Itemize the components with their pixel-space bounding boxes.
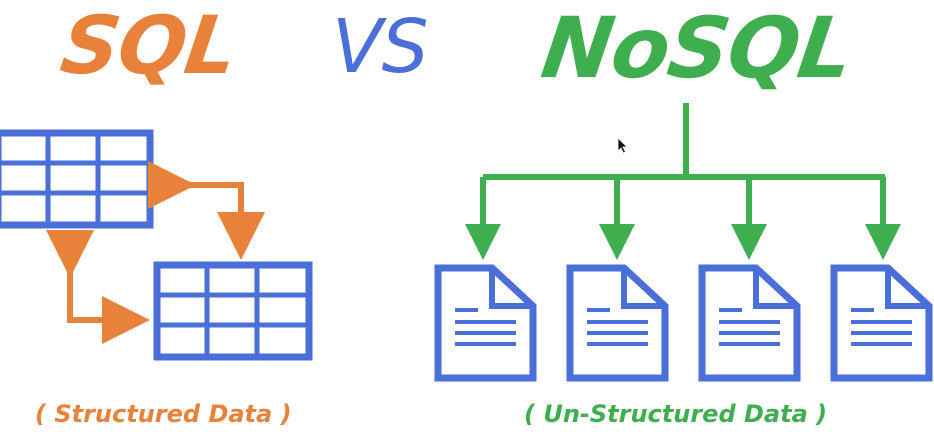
double-headed-elbow-arrow-icon <box>148 161 265 260</box>
document-icon <box>830 264 933 382</box>
document-icon <box>698 264 801 382</box>
table-icon <box>153 261 313 361</box>
vs-title: VS <box>332 4 429 90</box>
nosql-caption: ( Un-Structured Data ) <box>524 400 828 428</box>
double-headed-elbow-arrow-icon <box>46 230 150 344</box>
mouse-pointer-icon <box>617 137 628 154</box>
document-icon <box>434 264 537 382</box>
table-icon <box>0 129 154 229</box>
branching-arrow-icon <box>465 103 901 260</box>
sql-caption: ( Structured Data ) <box>35 400 292 428</box>
document-icon <box>566 264 669 382</box>
